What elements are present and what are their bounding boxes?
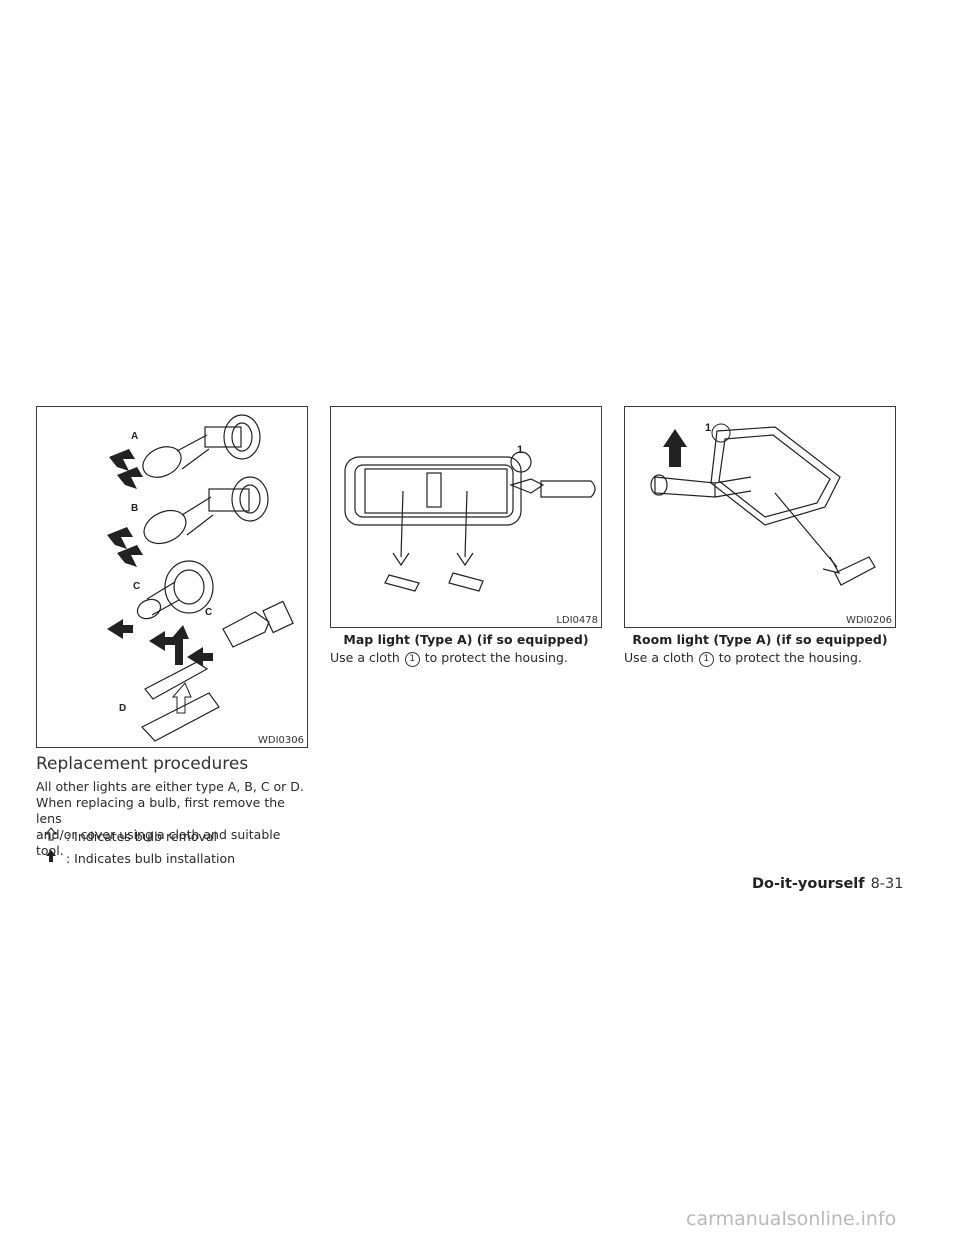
section-paragraph: All other lights are either type A, B, C… (36, 779, 310, 859)
legend-installation: : Indicates bulb installation (42, 849, 235, 866)
label-c-2: C (205, 607, 212, 618)
removal-arrow-icon (663, 429, 687, 467)
map-light-figure: 1 LDI0478 (330, 406, 602, 628)
instruction-text: to protect the housing. (424, 650, 568, 665)
paragraph-line: All other lights are either type A, B, C… (36, 779, 304, 794)
instruction-text: Use a cloth (624, 650, 694, 665)
label-a: A (131, 431, 138, 442)
callout-1: 1 (517, 444, 523, 456)
legend-installation-text: : Indicates bulb installation (66, 851, 236, 866)
figure-code: LDI0478 (556, 615, 598, 626)
callout-number: 1 (698, 652, 714, 667)
section-heading: Replacement procedures (36, 754, 249, 774)
bulb-types-illustration: A B C C D (107, 414, 294, 742)
instruction-text: to protect the housing. (718, 650, 862, 665)
page-number: 8-31 (870, 876, 904, 892)
page-footer: Do-it-yourself 8-31 (752, 876, 904, 892)
room-light-caption: Room light (Type A) (if so equipped) (632, 632, 888, 647)
bulb-types-figure: A B C C D WDI0306 (36, 406, 308, 748)
footer-section: Do-it-yourself (752, 876, 865, 892)
figure-code: WDI0206 (846, 615, 892, 626)
room-light-illustration: 1 (650, 422, 876, 586)
watermark: carmanualsonline.info (686, 1208, 897, 1230)
callout-number: 1 (404, 652, 420, 667)
paragraph-line: When replacing a bulb, first remove the … (36, 795, 285, 826)
label-b: B (131, 503, 138, 514)
map-light-illustration: 1 (344, 444, 596, 592)
hollow-up-arrow-icon (42, 827, 60, 844)
solid-up-arrow-icon (42, 849, 60, 866)
callout-1: 1 (705, 422, 711, 434)
label-c: C (133, 581, 140, 592)
map-light-instruction: Use a cloth 1 to protect the housing. (330, 650, 602, 667)
legend-removal-text: : Indicates bulb removal (66, 829, 217, 844)
figure-code: WDI0306 (258, 735, 304, 746)
room-light-instruction: Use a cloth 1 to protect the housing. (624, 650, 896, 667)
paragraph-line: and/or cover using a cloth and suitable … (36, 827, 281, 858)
instruction-text: Use a cloth (330, 650, 400, 665)
legend-removal: : Indicates bulb removal (42, 827, 217, 844)
label-d: D (119, 703, 126, 714)
map-light-caption: Map light (Type A) (if so equipped) (343, 632, 589, 647)
room-light-figure: 1 WDI0206 (624, 406, 896, 628)
